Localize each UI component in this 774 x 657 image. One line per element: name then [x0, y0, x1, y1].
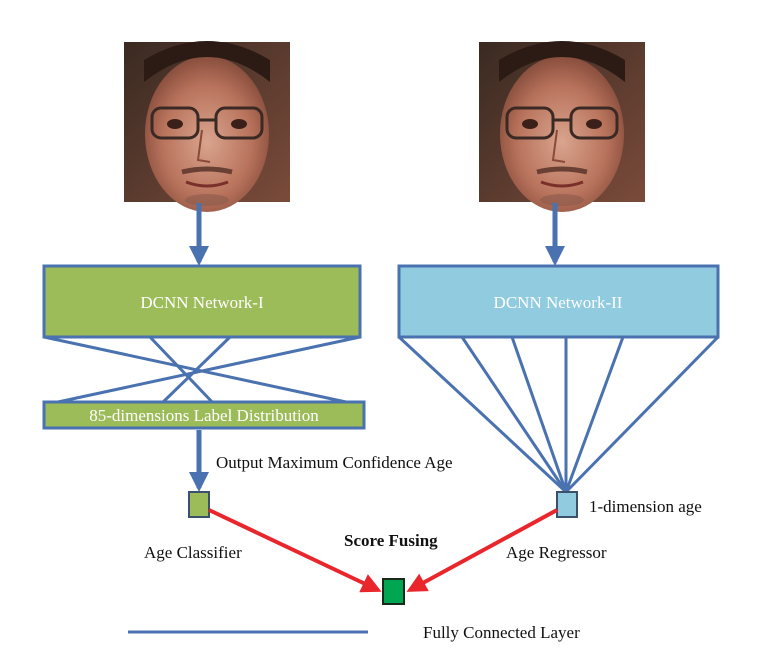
- legend-label: Fully Connected Layer: [423, 623, 580, 642]
- age-regressor-node: [556, 491, 578, 518]
- score-fusing-label: Score Fusing: [344, 531, 438, 550]
- distribution-label: 85-dimensions Label Distribution: [89, 406, 319, 425]
- age-classifier-node: [188, 491, 210, 518]
- network1-label: DCNN Network-I: [140, 293, 264, 312]
- network2-box: [397, 264, 720, 339]
- right-face-photo: [479, 41, 645, 212]
- network2-fc-lines: [397, 335, 720, 494]
- score-fusion-node: [382, 578, 405, 605]
- classifier-to-fusion-arrow: [208, 508, 382, 593]
- network1-box: [42, 264, 362, 339]
- left-face-photo: [124, 41, 290, 212]
- age-regressor-label: Age Regressor: [506, 543, 607, 562]
- regressor-to-fusion-arrow: [406, 508, 558, 592]
- network1-fc-lines: [43, 335, 361, 407]
- network2-label: DCNN Network-II: [494, 293, 623, 312]
- one-dim-age-label: 1-dimension age: [589, 497, 702, 516]
- output-max-label: Output Maximum Confidence Age: [216, 453, 453, 472]
- distribution-box: [42, 400, 366, 430]
- age-classifier-label: Age Classifier: [144, 543, 242, 562]
